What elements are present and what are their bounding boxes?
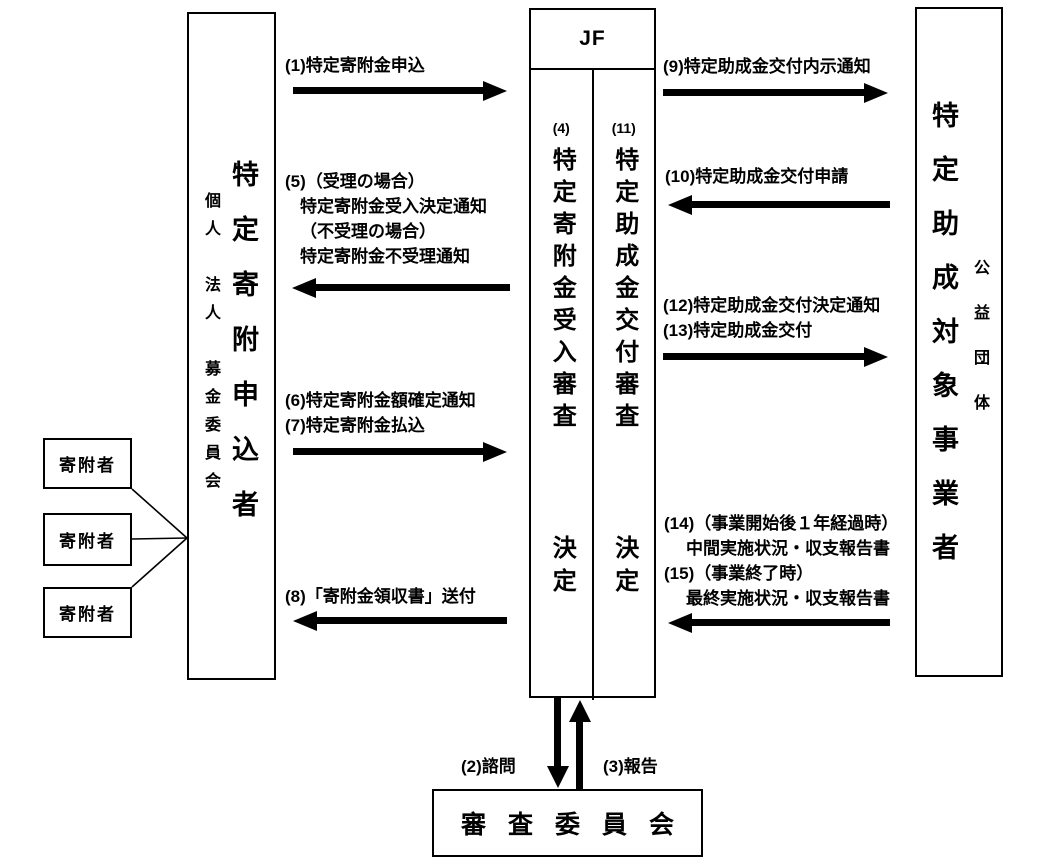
jf-box: JF (4) 特定寄附金受入審査 決定 (11) 特定助成金交付審査 決定 <box>529 8 656 700</box>
grantee-box: 特定助成対象事業者 公益団体 <box>915 7 1003 677</box>
arrow-9-right <box>663 82 888 103</box>
arrowhead-left-icon <box>293 610 317 631</box>
label-arrow-6-7: (6)特定寄附金額確定通知 (7)特定寄附金払込 <box>285 388 476 438</box>
column-decision: 決定 <box>610 535 638 601</box>
column-decision: 決定 <box>548 535 576 601</box>
arrow-1-right <box>293 80 507 101</box>
donor-box-3: 寄附者 <box>43 587 132 638</box>
arrowhead-right-icon <box>483 80 507 101</box>
label-line: 特定寄附金不受理通知 <box>300 247 470 266</box>
label-line: （不受理の場合） <box>300 222 436 241</box>
label-line: (10)特定助成金交付申請 <box>665 167 849 186</box>
label-line: (12)特定助成金交付決定通知 <box>663 296 881 315</box>
donor-connector-lines <box>131 488 188 588</box>
column-title: 特定助成金交付審査 <box>610 147 638 435</box>
label-line: (1)特定寄附金申込 <box>285 56 425 75</box>
arrow-2-down <box>546 698 569 788</box>
applicant-subtitle: 個人 法人 募金委員会 <box>202 192 219 500</box>
label-line: 最終実施状況・収支報告書 <box>686 589 890 608</box>
label-line: 中間実施状況・収支報告書 <box>686 539 890 558</box>
label-arrow-5: (5)（受理の場合） 特定寄附金受入決定通知 （不受理の場合） 特定寄附金不受理… <box>285 169 487 269</box>
label-arrow-1: (1)特定寄附金申込 <box>285 53 425 78</box>
donor-label: 寄附者 <box>59 456 116 475</box>
label-line: 特定寄附金受入決定通知 <box>300 197 487 216</box>
label-line: (13)特定助成金交付 <box>663 321 813 340</box>
arrowhead-right-icon <box>864 346 888 367</box>
label-line: (5)（受理の場合） <box>285 172 425 191</box>
label-line: (9)特定助成金交付内示通知 <box>663 57 871 76</box>
committee-box: 審査委員会 <box>432 789 703 857</box>
arrow-5-left <box>292 277 510 298</box>
label-arrow-9: (9)特定助成金交付内示通知 <box>663 54 871 79</box>
jf-column-donation-review: (4) 特定寄附金受入審査 決定 <box>531 70 592 700</box>
arrowhead-left-icon <box>668 194 692 215</box>
arrow-12-13-right <box>663 346 888 367</box>
arrow-8-left <box>293 610 507 631</box>
jf-column-grant-review: (11) 特定助成金交付審査 決定 <box>591 70 655 700</box>
column-title: 特定寄附金受入審査 <box>548 147 576 435</box>
column-number: (4) <box>552 120 570 136</box>
label-arrow-3: (3)報告 <box>603 754 658 779</box>
arrow-6-7-right <box>293 441 507 462</box>
arrowhead-right-icon <box>864 82 888 103</box>
arrowhead-down-icon <box>546 766 569 788</box>
label-line: (15)（事業終了時） <box>664 564 814 583</box>
label-line: (6)特定寄附金額確定通知 <box>285 391 476 410</box>
arrowhead-right-icon <box>483 441 507 462</box>
applicant-box: 特定寄附申込者 個人 法人 募金委員会 <box>187 12 276 680</box>
arrow-10-left <box>668 194 890 215</box>
label-line: (14)（事業開始後１年経過時） <box>664 514 899 533</box>
label-arrow-12-13: (12)特定助成金交付決定通知 (13)特定助成金交付 <box>663 293 880 343</box>
label-line: (2)諮問 <box>461 757 516 776</box>
donor-box-1: 寄附者 <box>43 438 132 489</box>
label-arrow-14-15: (14)（事業開始後１年経過時） 中間実施状況・収支報告書 (15)（事業終了時… <box>664 511 898 611</box>
grantee-title: 特定助成対象事業者 <box>928 101 958 587</box>
jf-header: JF <box>531 10 654 70</box>
committee-title: 審査委員会 <box>460 811 696 839</box>
label-line: (8)「寄附金領収書」送付 <box>285 587 476 606</box>
arrow-14-15-left <box>668 612 890 633</box>
grantee-subtitle: 公益団体 <box>971 259 988 439</box>
jf-title: JF <box>579 27 606 50</box>
arrow-3-up <box>568 700 591 789</box>
label-arrow-8: (8)「寄附金領収書」送付 <box>285 584 476 609</box>
donor-label: 寄附者 <box>59 605 116 624</box>
label-arrow-10: (10)特定助成金交付申請 <box>665 164 848 189</box>
applicant-title: 特定寄附申込者 <box>228 160 258 545</box>
label-arrow-2: (2)諮問 <box>461 754 516 779</box>
label-line: (3)報告 <box>603 757 658 776</box>
column-number: (11) <box>611 120 636 136</box>
arrowhead-up-icon <box>568 700 591 722</box>
donor-box-2: 寄附者 <box>43 513 132 566</box>
donor-label: 寄附者 <box>59 532 116 551</box>
arrowhead-left-icon <box>668 612 692 633</box>
label-line: (7)特定寄附金払込 <box>285 416 425 435</box>
arrowhead-left-icon <box>292 277 316 298</box>
jf-columns: (4) 特定寄附金受入審査 決定 (11) 特定助成金交付審査 決定 <box>531 70 654 700</box>
